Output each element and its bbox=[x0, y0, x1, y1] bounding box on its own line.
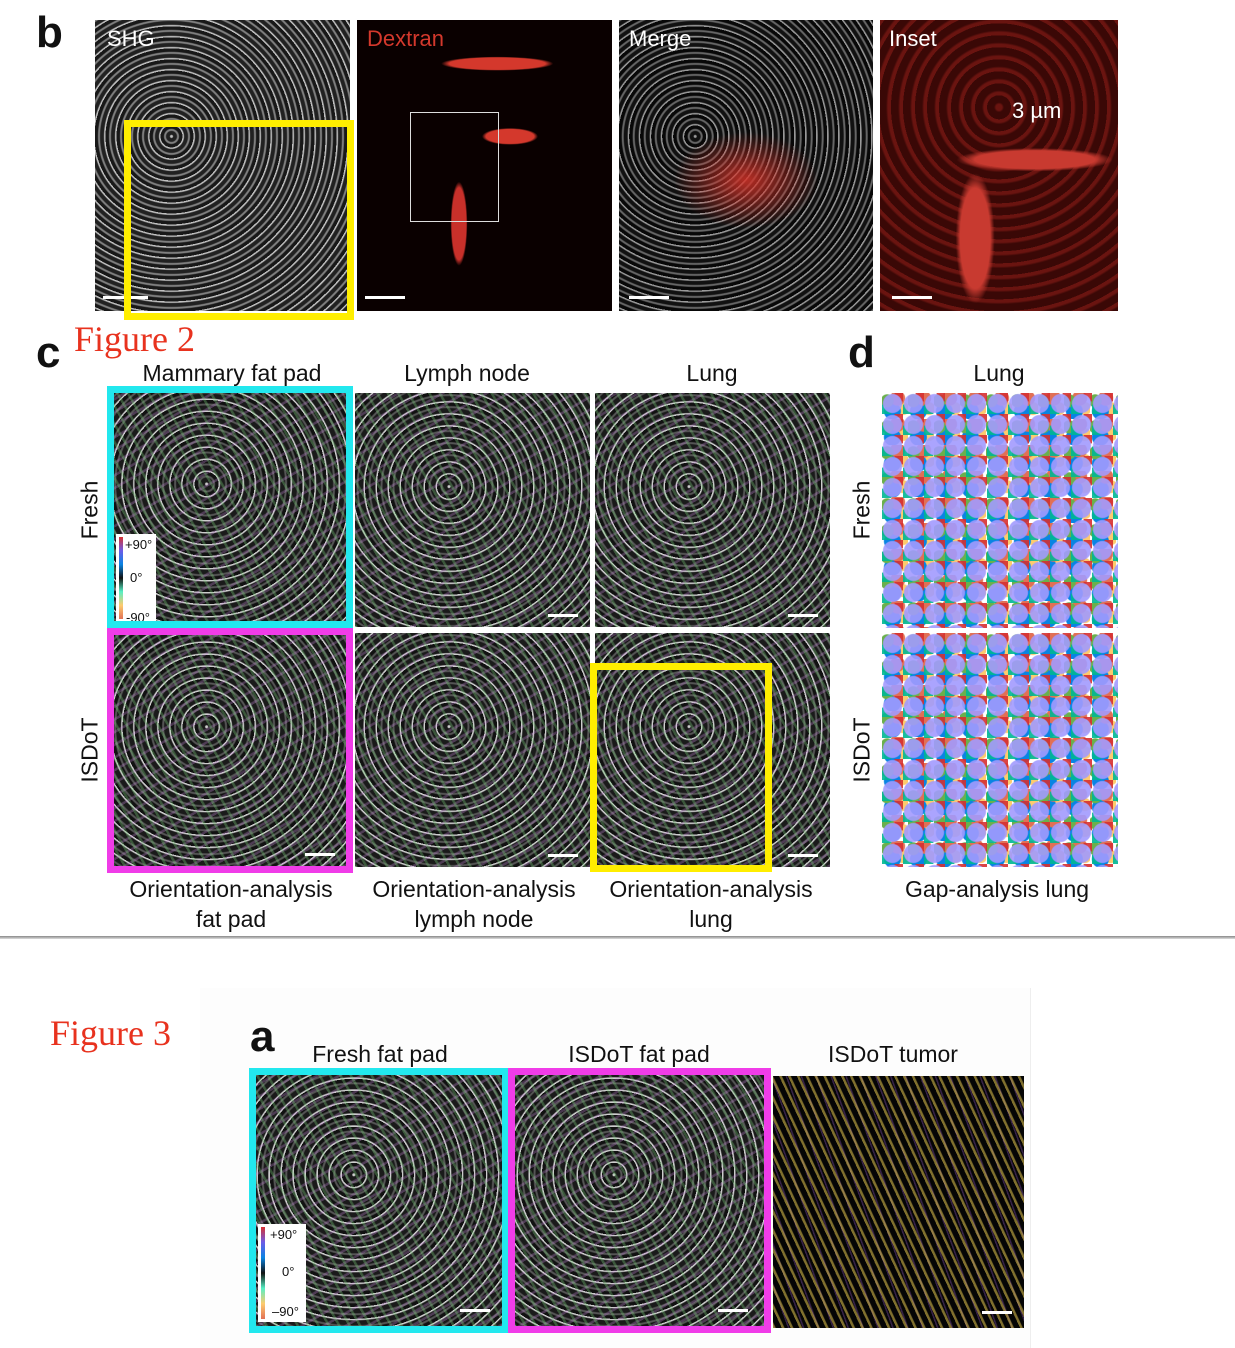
scale-bar bbox=[365, 296, 405, 299]
colorbar-top-label: +90° bbox=[125, 537, 153, 552]
inset-region-box bbox=[410, 112, 499, 222]
inset-scale-label: 3 µm bbox=[1012, 98, 1062, 123]
yellow-highlight-box bbox=[124, 120, 354, 320]
cyan-highlight-box bbox=[107, 386, 353, 628]
isdot-lymph-node-image bbox=[355, 633, 590, 867]
column-header: Lung bbox=[686, 360, 738, 386]
merge-image: Merge bbox=[619, 20, 873, 311]
caption: Orientation-analysis bbox=[372, 876, 576, 902]
fresh-fat-pad-image: +90° 0° –90° bbox=[255, 1074, 502, 1326]
orientation-colorbar: +90° 0° -90° bbox=[116, 534, 156, 622]
shg-image: SHG bbox=[95, 20, 350, 311]
inset-label: Inset bbox=[889, 26, 937, 51]
orientation-colorbar: +90° 0° –90° bbox=[258, 1224, 306, 1322]
yellow-highlight-box bbox=[590, 663, 772, 872]
merge-label: Merge bbox=[629, 26, 692, 51]
fresh-lung-gap-image bbox=[882, 393, 1118, 628]
magenta-highlight-box bbox=[508, 1068, 771, 1333]
figure-2-label: Figure 2 bbox=[74, 319, 195, 359]
caption: Orientation-analysis bbox=[609, 876, 813, 902]
figure-3-label: Figure 3 bbox=[50, 1013, 171, 1053]
colorbar-bottom-label: –90° bbox=[272, 1304, 299, 1319]
panel-a-letter: a bbox=[250, 1012, 275, 1061]
fresh-lung-image bbox=[595, 393, 830, 627]
scale-bar bbox=[892, 296, 932, 299]
caption: Orientation-analysis bbox=[129, 876, 333, 902]
isdot-tumor-image bbox=[773, 1076, 1024, 1328]
column-header: ISDoT tumor bbox=[828, 1041, 958, 1067]
fresh-lymph-node-image bbox=[355, 393, 590, 627]
panel-c-letter: c bbox=[36, 328, 61, 377]
caption: lymph node bbox=[414, 906, 534, 932]
column-header: ISDoT fat pad bbox=[568, 1041, 710, 1067]
isdot-lung-gap-image bbox=[882, 633, 1118, 867]
caption: lung bbox=[689, 906, 733, 932]
inset-image: Inset 3 µm bbox=[880, 20, 1118, 311]
colorbar-top-label: +90° bbox=[270, 1227, 298, 1242]
panel-b-letter: b bbox=[36, 8, 63, 57]
magenta-highlight-box bbox=[107, 628, 353, 873]
dextran-image: Dextran bbox=[357, 20, 612, 311]
row-label: ISDoT bbox=[76, 717, 103, 783]
caption: fat pad bbox=[195, 906, 267, 932]
row-label: ISDoT bbox=[848, 717, 875, 783]
isdot-fat-pad-image bbox=[113, 634, 347, 866]
caption: Gap-analysis lung bbox=[904, 876, 1090, 902]
colorbar-mid-label: 0° bbox=[282, 1264, 295, 1279]
shg-label: SHG bbox=[107, 26, 155, 51]
column-header: Fresh fat pad bbox=[312, 1041, 448, 1067]
column-header: Mammary fat pad bbox=[142, 360, 322, 386]
column-header: Lymph node bbox=[404, 360, 530, 386]
isdot-lung-image bbox=[595, 633, 830, 867]
row-label: Fresh bbox=[848, 480, 875, 540]
isdot-fat-pad-image bbox=[514, 1074, 764, 1326]
panel-d-letter: d bbox=[848, 328, 875, 377]
scale-bar bbox=[629, 296, 669, 299]
fresh-fat-pad-image: +90° 0° -90° bbox=[113, 392, 347, 622]
colorbar-bottom-label: -90° bbox=[126, 610, 150, 622]
dextran-label: Dextran bbox=[367, 26, 445, 51]
row-label: Fresh bbox=[76, 480, 103, 540]
column-header: Lung bbox=[973, 360, 1025, 386]
cyan-highlight-box bbox=[249, 1068, 509, 1333]
colorbar-mid-label: 0° bbox=[130, 570, 143, 585]
divider bbox=[0, 936, 1235, 939]
